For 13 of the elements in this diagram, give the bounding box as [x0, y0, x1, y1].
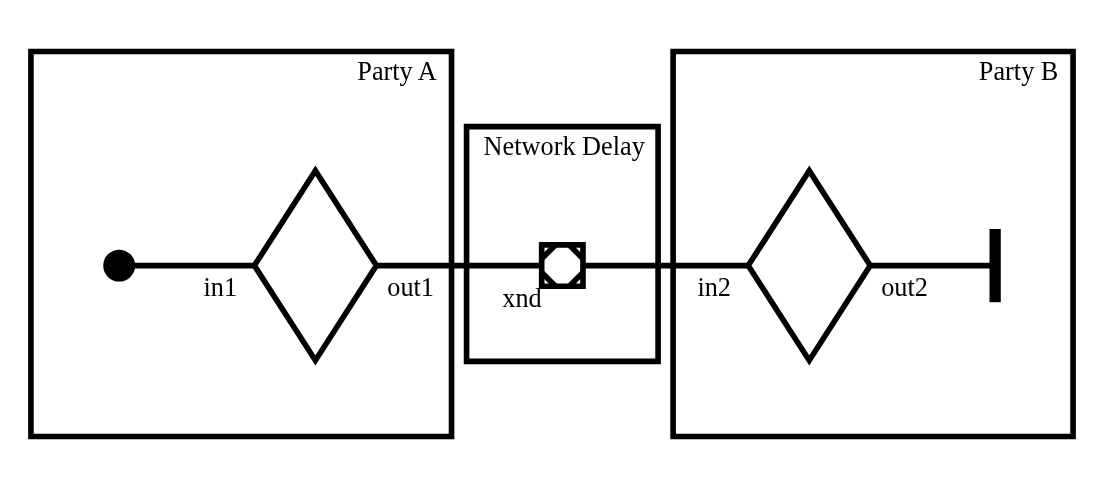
connector [132, 262, 255, 268]
node-label: xnd [502, 283, 542, 313]
node-circle [103, 249, 136, 282]
node-diamond [744, 165, 874, 366]
node-label: in2 [697, 272, 731, 302]
node-diamond [251, 165, 380, 366]
node-label: out1 [387, 272, 434, 302]
connector [870, 262, 993, 268]
node-bar [989, 228, 1001, 302]
node-label: out2 [881, 272, 928, 302]
node-label: in1 [203, 272, 238, 302]
connector [583, 262, 748, 268]
connector [376, 262, 542, 268]
